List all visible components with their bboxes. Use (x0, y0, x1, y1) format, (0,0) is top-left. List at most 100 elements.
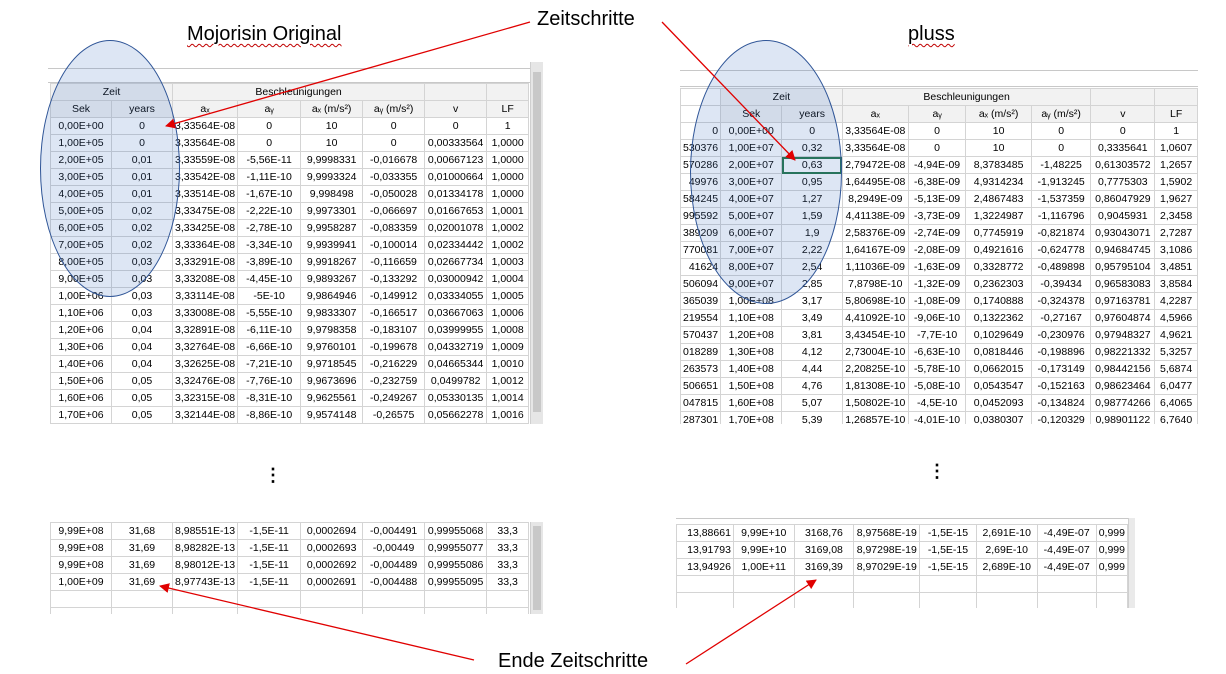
table-cell[interactable]: 0,0499782 (424, 372, 488, 390)
table-cell[interactable]: -0,249267 (362, 389, 426, 407)
table-cell[interactable]: 4,44 (781, 360, 843, 378)
table-cell[interactable]: 3,33208E-08 (171, 270, 239, 288)
table-cell[interactable]: 287301 (680, 411, 722, 424)
table-cell[interactable]: -4,5E-10 (907, 394, 967, 412)
table-cell[interactable]: 1,70E+06 (50, 406, 112, 424)
table-cell[interactable]: 0,05 (111, 389, 173, 407)
table-cell[interactable]: 0,98774266 (1090, 394, 1156, 412)
table-cell[interactable]: 1,64495E-08 (841, 173, 909, 191)
table-cell[interactable]: 2,20825E-10 (841, 360, 909, 378)
column-header[interactable]: aᵧ (m/s²) (362, 100, 426, 118)
table-cell[interactable]: 0,97163781 (1090, 292, 1156, 310)
table-cell[interactable]: 9,9864946 (300, 287, 364, 305)
table-cell[interactable]: 4,41138E-09 (841, 207, 909, 225)
table-cell[interactable]: 0,95 (781, 173, 843, 191)
table-cell[interactable]: 9,9574148 (300, 406, 364, 424)
table-cell[interactable]: 0,93043071 (1090, 224, 1156, 242)
table-cell[interactable]: 1,0005 (486, 287, 530, 305)
table-cell[interactable]: 0,02 (111, 202, 173, 220)
table-cell[interactable]: 506094 (680, 275, 722, 293)
table-cell[interactable]: 0,98221332 (1090, 343, 1156, 361)
table-cell[interactable]: -4,49E-07 (1036, 541, 1097, 559)
table-cell[interactable]: 33,3 (486, 539, 530, 557)
table-cell[interactable]: -5,13E-09 (907, 190, 967, 208)
table-cell[interactable]: 5,6874 (1154, 360, 1198, 378)
table-cell[interactable]: 0,03 (111, 287, 173, 305)
table-cell[interactable]: 0,98901122 (1090, 411, 1156, 424)
table-cell[interactable]: 3168,76 (793, 524, 855, 542)
table-cell[interactable]: 7,8798E-10 (841, 275, 909, 293)
table-cell[interactable]: 9,9958287 (300, 219, 364, 237)
table-cell[interactable]: 0,97604874 (1090, 309, 1156, 327)
table-cell[interactable]: 0,01 (111, 185, 173, 203)
table-cell[interactable]: 1,64167E-09 (841, 241, 909, 259)
empty-cell[interactable] (111, 607, 173, 614)
table-cell[interactable]: 9,9939941 (300, 236, 364, 254)
table-cell[interactable]: 9,9918267 (300, 253, 364, 271)
table-cell[interactable]: 0,01 (111, 151, 173, 169)
table-cell[interactable]: 0,04 (111, 338, 173, 356)
table-cell[interactable]: 33,3 (486, 573, 530, 591)
table-cell[interactable]: 3,33291E-08 (171, 253, 239, 271)
table-cell[interactable]: -0,282206 (362, 423, 426, 424)
table-cell[interactable]: 1,70E+08 (720, 411, 783, 424)
table-cell[interactable]: 6,4065 (1154, 394, 1198, 412)
table-cell[interactable]: 1,40E+06 (50, 355, 112, 373)
table-cell[interactable]: 1,0002 (486, 219, 530, 237)
table-cell[interactable]: -5E-10 (237, 287, 302, 305)
table-cell[interactable]: 7,00E+05 (50, 236, 112, 254)
table-cell[interactable]: -0,489898 (1030, 258, 1092, 276)
table-cell[interactable]: 5,3257 (1154, 343, 1198, 361)
empty-cell[interactable] (50, 607, 112, 614)
table-cell[interactable]: 1,11036E-09 (841, 258, 909, 276)
table-cell[interactable]: -1,537359 (1030, 190, 1092, 208)
table-cell[interactable]: 0,01334178 (424, 185, 488, 203)
empty-cell[interactable] (1036, 592, 1097, 608)
table-cell[interactable]: 2,54 (781, 258, 843, 276)
table-cell[interactable]: 1,0000 (486, 168, 530, 186)
table-cell[interactable]: 4,00E+07 (720, 190, 783, 208)
table-cell[interactable]: 0 (1090, 122, 1156, 140)
column-header[interactable]: v (1090, 105, 1156, 123)
table-cell[interactable]: 10 (965, 139, 1032, 157)
table-cell[interactable]: -5,08E-10 (907, 377, 967, 395)
table-cell[interactable]: 9,9519465 (300, 423, 364, 424)
table-cell[interactable]: 1,00E+11 (732, 558, 795, 576)
table-cell[interactable]: 0,02001078 (424, 219, 488, 237)
table-cell[interactable]: 1,59 (781, 207, 843, 225)
table-cell[interactable]: 1,80E+06 (50, 423, 112, 424)
table-cell[interactable]: 0,99955068 (424, 522, 488, 540)
table-cell[interactable]: -6,63E-10 (907, 343, 967, 361)
table-cell[interactable]: 0 (237, 134, 302, 152)
empty-cell[interactable] (362, 590, 426, 608)
column-header[interactable]: aₓ (841, 105, 909, 123)
table-cell[interactable]: 0 (1030, 122, 1092, 140)
table-cell[interactable]: 1,0016 (486, 406, 530, 424)
table-cell[interactable]: -6,11E-10 (237, 321, 302, 339)
table-cell[interactable]: 0,02667734 (424, 253, 488, 271)
empty-cell[interactable] (424, 607, 488, 614)
table-cell[interactable]: 365039 (680, 292, 722, 310)
table-cell[interactable]: 3,32315E-08 (171, 389, 239, 407)
column-header[interactable]: years (111, 100, 173, 118)
table-cell[interactable]: 9,9625561 (300, 389, 364, 407)
table-cell[interactable]: 8,97743E-13 (171, 573, 239, 591)
table-cell[interactable]: 3,32625E-08 (171, 355, 239, 373)
table-cell[interactable]: 5,00E+07 (720, 207, 783, 225)
table-cell[interactable]: 3,00E+05 (50, 168, 112, 186)
table-cell[interactable]: 1,27 (781, 190, 843, 208)
table-cell[interactable]: 0 (781, 122, 843, 140)
table-cell[interactable]: 2,79472E-08 (841, 156, 909, 174)
table-cell[interactable]: 263573 (680, 360, 722, 378)
table-cell[interactable]: 9,998498 (300, 185, 364, 203)
table-cell[interactable]: 0,05662278 (424, 406, 488, 424)
table-cell[interactable]: 0,32 (781, 139, 843, 157)
table-cell[interactable]: -2,74E-09 (907, 224, 967, 242)
table-cell[interactable]: 0 (680, 122, 722, 140)
table-cell[interactable]: 3169,08 (793, 541, 855, 559)
table-cell[interactable]: -4,49E-07 (1036, 558, 1097, 576)
table-cell[interactable]: 2,00E+07 (720, 156, 783, 174)
table-cell[interactable]: 13,88661 (676, 524, 734, 542)
table-cell[interactable]: -0,050028 (362, 185, 426, 203)
table-cell[interactable]: 31,69 (111, 539, 173, 557)
